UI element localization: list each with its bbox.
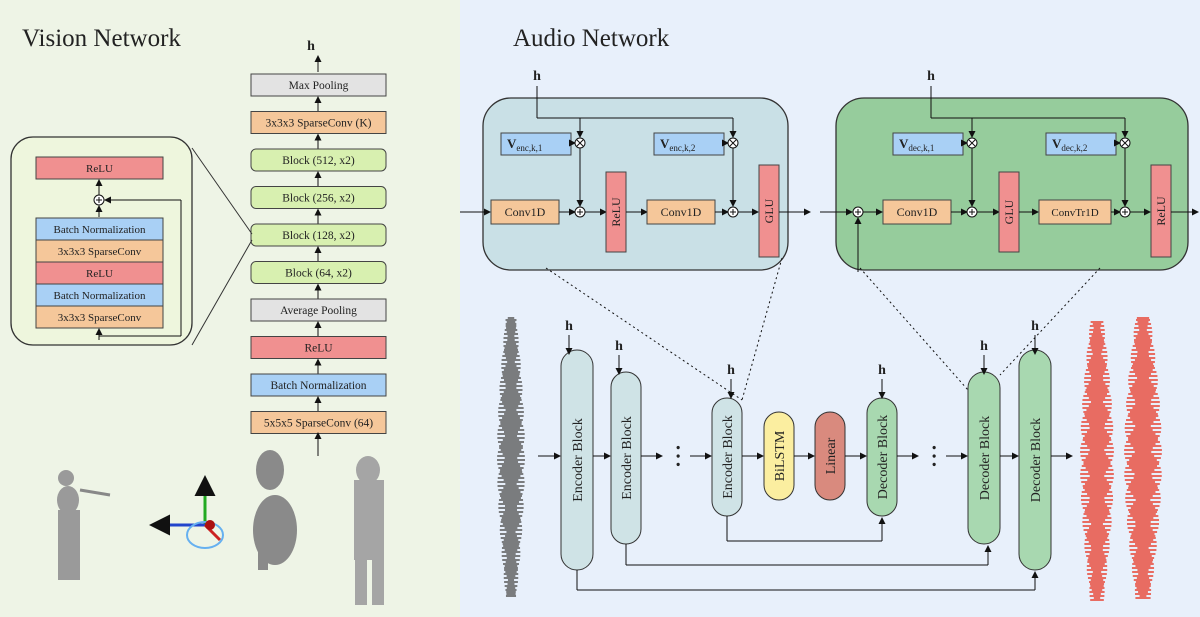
enc-conv1 — [490, 199, 560, 225]
linear-block-label: Linear — [824, 437, 839, 474]
vision-output-h: h — [307, 39, 315, 54]
detail-layer-3-label: Batch Normalization — [54, 290, 146, 302]
encoder-block-3-label: Encoder Block — [721, 415, 736, 499]
bilstm-block-label: BiLSTM — [773, 430, 788, 481]
dec-relu-label: ReLU — [1154, 196, 1168, 226]
detail-layer-2-label: ReLU — [86, 268, 113, 280]
encoder-block-1-label: Encoder Block — [571, 418, 586, 502]
enc-h: h — [533, 69, 541, 84]
encoder-block-2-label: Encoder Block — [620, 416, 635, 500]
detail-layer-4-label: 3x3x3 SparseConv — [58, 312, 142, 324]
vision-layer-9-label: 5x5x5 SparseConv (64) — [264, 418, 373, 430]
detail-layer-0-label: Batch Normalization — [54, 224, 146, 236]
decoder-block-1-h: h — [878, 363, 886, 378]
audio-title: Audio Network — [513, 25, 670, 52]
enc-conv1-label: Conv1D — [505, 205, 546, 219]
vision-layer-2-label: Block (512, x2) — [282, 155, 355, 167]
zoom-line-bottom — [191, 239, 253, 346]
enc-relu-label: ReLU — [609, 197, 623, 227]
dec-conv2-label: ConvTr1D — [1051, 207, 1098, 219]
output-waveform-2 — [1124, 317, 1162, 599]
encoder-block-1-h: h — [565, 319, 573, 334]
enc-mul1-b — [576, 139, 584, 147]
zoom-line-top — [191, 147, 253, 235]
dec-mul2-b — [1121, 139, 1129, 147]
vision-layer-8-label: Batch Normalization — [270, 380, 366, 392]
decoder-block-2-label: Decoder Block — [978, 416, 993, 500]
vision-layer-6-label: Average Pooling — [280, 305, 357, 317]
enc-conv2-label: Conv1D — [661, 205, 702, 219]
vision-layer-3-label: Block (256, x2) — [282, 193, 355, 205]
enc-glu — [758, 164, 780, 258]
vision-layer-0-label: Max Pooling — [289, 80, 349, 92]
dec-mul1-b — [968, 139, 976, 147]
axis-gizmo-icon — [149, 475, 224, 549]
cello-player-pointcloud — [253, 450, 297, 570]
output-waveform-1 — [1080, 321, 1114, 601]
decoder-ellipsis: • • • — [928, 445, 943, 467]
vision-layer-1-label: 3x3x3 SparseConv (K) — [265, 118, 371, 130]
input-waveform — [497, 317, 525, 597]
encoder-detail-panel — [482, 97, 789, 271]
dec-relu — [1150, 164, 1172, 258]
standing-player-pointcloud — [354, 456, 384, 605]
enc-mul2-b — [729, 139, 737, 147]
encoder-ellipsis: • • • — [672, 445, 687, 467]
encoder-block-2-h: h — [615, 339, 623, 354]
dec-conv1-label: Conv1D — [897, 205, 938, 219]
decoder-block-3-h: h — [1031, 319, 1039, 334]
vision-layer-5-label: Block (64, x2) — [285, 268, 352, 280]
zoom-dec-left — [859, 267, 969, 391]
vision-layer-4-label: Block (128, x2) — [282, 230, 355, 242]
detail-relu-top-label: ReLU — [86, 163, 113, 175]
detail-layer-1-label: 3x3x3 SparseConv — [58, 246, 142, 258]
dec-conv2 — [1038, 199, 1112, 225]
encoder-block-3-h: h — [727, 363, 735, 378]
enc-glu-label: GLU — [762, 198, 776, 223]
vision-stack: Max Pooling 3x3x3 SparseConv (K) Block (51… — [250, 55, 387, 456]
zoom-enc-left — [545, 267, 743, 401]
vision-title: Vision Network — [22, 25, 181, 52]
dec-glu-label: GLU — [1002, 199, 1016, 224]
decoder-block-3-label: Decoder Block — [1029, 418, 1044, 502]
violin-player-pointcloud — [57, 470, 111, 580]
vision-layer-7-label: ReLU — [304, 343, 333, 355]
decoder-block-2-h: h — [980, 339, 988, 354]
decoder-block-1-label: Decoder Block — [876, 415, 891, 499]
dec-h: h — [927, 69, 935, 84]
